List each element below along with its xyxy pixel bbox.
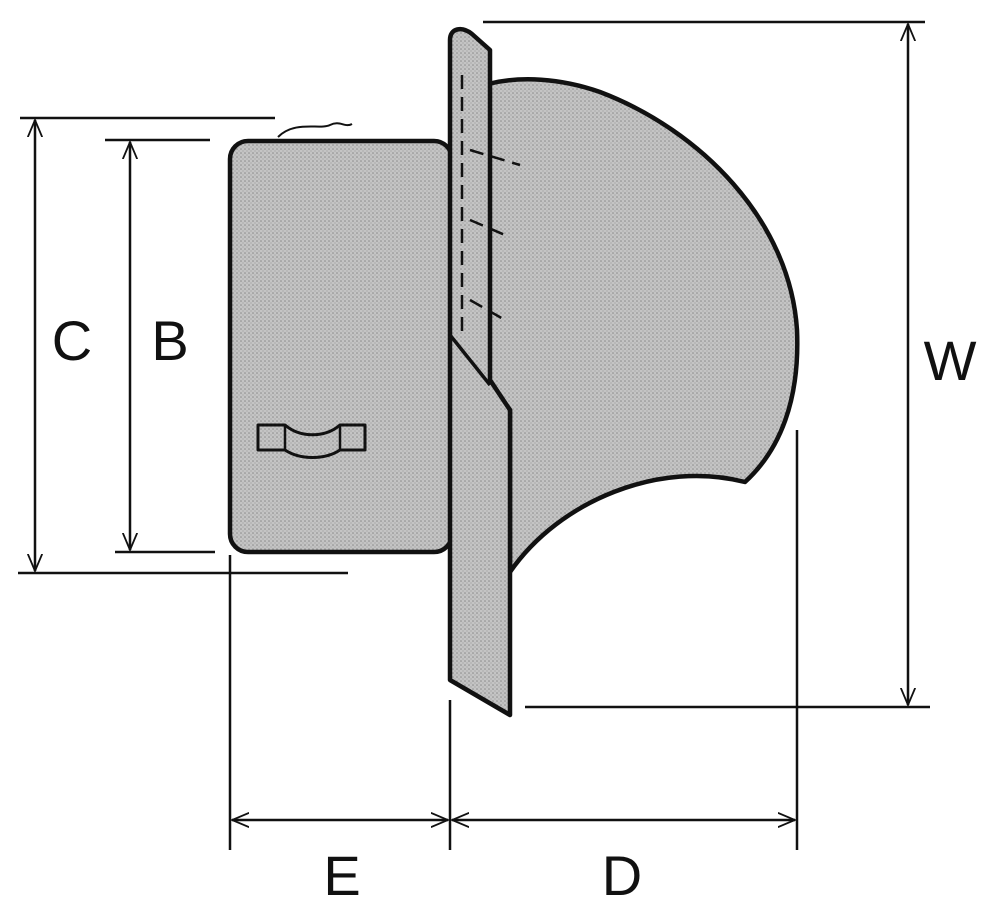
hood-shell xyxy=(485,77,800,575)
wire xyxy=(277,122,353,138)
label-b: B xyxy=(151,309,188,372)
label-d: D xyxy=(602,844,642,907)
label-w: W xyxy=(924,329,977,392)
dimension-e: E xyxy=(228,555,452,907)
hidden-lines xyxy=(460,75,521,335)
dimension-d: D xyxy=(452,430,799,907)
label-e: E xyxy=(323,844,360,907)
handle-icon xyxy=(256,423,367,459)
dimension-b: B xyxy=(105,138,215,554)
dimension-c: C xyxy=(18,116,348,575)
dimension-w: W xyxy=(483,20,977,709)
label-c: C xyxy=(52,309,92,372)
duct-box xyxy=(227,138,455,555)
